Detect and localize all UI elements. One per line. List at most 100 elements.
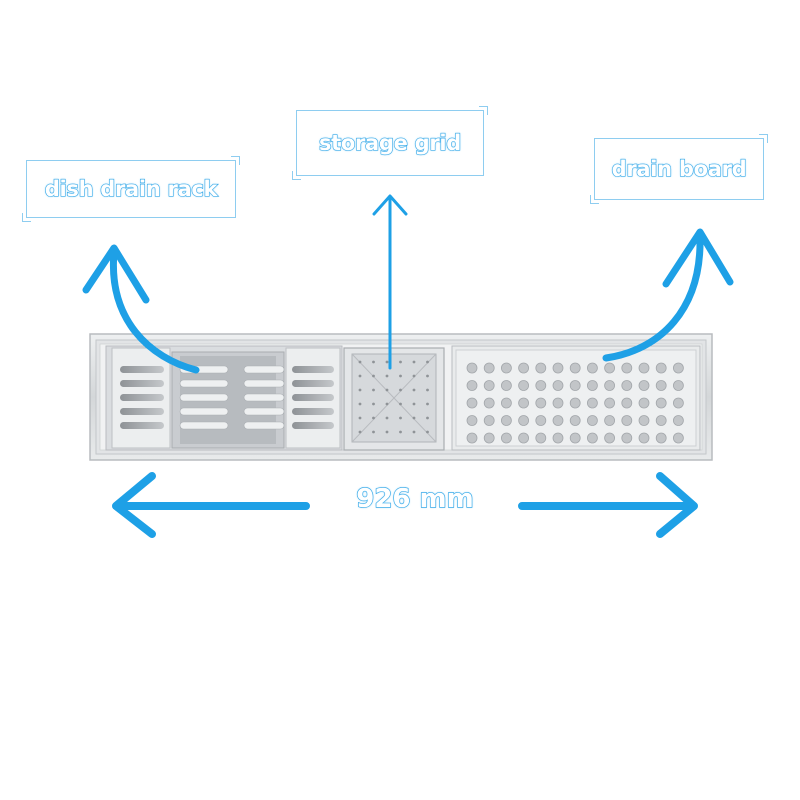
board-hole [483,415,495,426]
board-hole [604,432,615,444]
up-left-curved-arrow-icon [109,248,200,374]
board-hole [466,362,478,374]
board-hole [621,380,633,391]
grid-hole [385,416,389,420]
grid-hole [426,374,429,378]
board-hole [483,432,495,444]
rack-slot [292,394,334,401]
grid-hole [385,430,389,434]
board-hole [483,362,495,374]
board-hole [535,380,547,391]
grid-hole [358,430,362,434]
grid-hole [358,416,362,420]
up-right-arrowhead-icon [662,228,734,288]
rack-slot [120,422,164,429]
board-hole [673,397,684,409]
grid-hole [372,430,375,434]
board-hole [518,415,529,426]
board-hole [483,380,495,391]
rack-slot [120,380,164,387]
board-hole [655,432,667,444]
left-arrow-icon [112,472,310,538]
board-hole [500,432,512,444]
board-hole [621,362,633,374]
board-hole [500,397,512,409]
drain-board-label: drain board [611,156,747,181]
dish-drain-rack [105,345,343,451]
rack-blade [243,421,285,430]
board-hole [638,362,650,374]
board-hole [466,432,478,444]
rack-blade [179,407,229,416]
board-hole [587,432,598,444]
board-hole [638,397,650,409]
board-hole [500,362,512,374]
grid-hole [358,360,362,364]
board-hole [638,432,650,444]
rack-slot [292,408,334,415]
rack-blade [243,365,285,374]
board-hole [569,380,581,391]
grid-hole [412,374,416,378]
board-hole [673,380,684,391]
board-hole [466,397,478,409]
grid-hole [399,402,402,406]
grid-hole [426,416,429,420]
grid-hole [412,430,416,434]
board-hole [587,415,598,426]
board-hole [518,397,529,409]
grid-hole [412,388,416,392]
storage-grid-label-box: storage grid [292,106,488,180]
board-hole [552,432,564,444]
grid-hole [426,388,429,392]
board-hole [604,380,615,391]
rack-slot [120,408,164,415]
up-left-arrowhead-icon [82,244,150,304]
grid-hole [358,402,362,406]
grid-hole [385,360,389,364]
board-hole [655,397,667,409]
board-hole [518,362,529,374]
up-right-curved-arrow-icon [602,232,704,362]
grid-hole [385,402,389,406]
board-hole [569,397,581,409]
board-hole [604,362,615,374]
board-hole [483,397,495,409]
rack-blade [243,407,285,416]
grid-hole [385,388,389,392]
rack-slot [120,394,164,401]
rack-slot [292,366,334,373]
board-hole [587,380,598,391]
board-hole [535,432,547,444]
board-hole [518,432,529,444]
board-hole [552,415,564,426]
rack-blade [179,421,229,430]
grid-hole [412,360,416,364]
width-dimension-label: 926 mm [356,483,475,514]
board-hole [621,415,633,426]
board-hole [587,397,598,409]
grid-hole [372,360,375,364]
drain-board-label-box: drain board [590,134,768,204]
grid-hole [358,374,362,378]
grid-hole [372,402,375,406]
board-hole [535,397,547,409]
grid-hole [358,388,362,392]
board-hole [552,380,564,391]
board-hole [552,362,564,374]
board-hole [673,432,684,444]
grid-hole [399,360,402,364]
grid-hole [426,360,429,364]
board-hole [569,432,581,444]
rack-slot [120,366,164,373]
board-hole [655,362,667,374]
grid-hole [399,416,402,420]
board-hole [673,362,684,374]
up-arrowhead-icon [372,194,408,216]
board-hole [587,362,598,374]
dish-drain-rack-label-box: dish drain rack [22,156,240,222]
grid-hole [399,388,402,392]
board-hole [673,415,684,426]
board-hole [535,415,547,426]
